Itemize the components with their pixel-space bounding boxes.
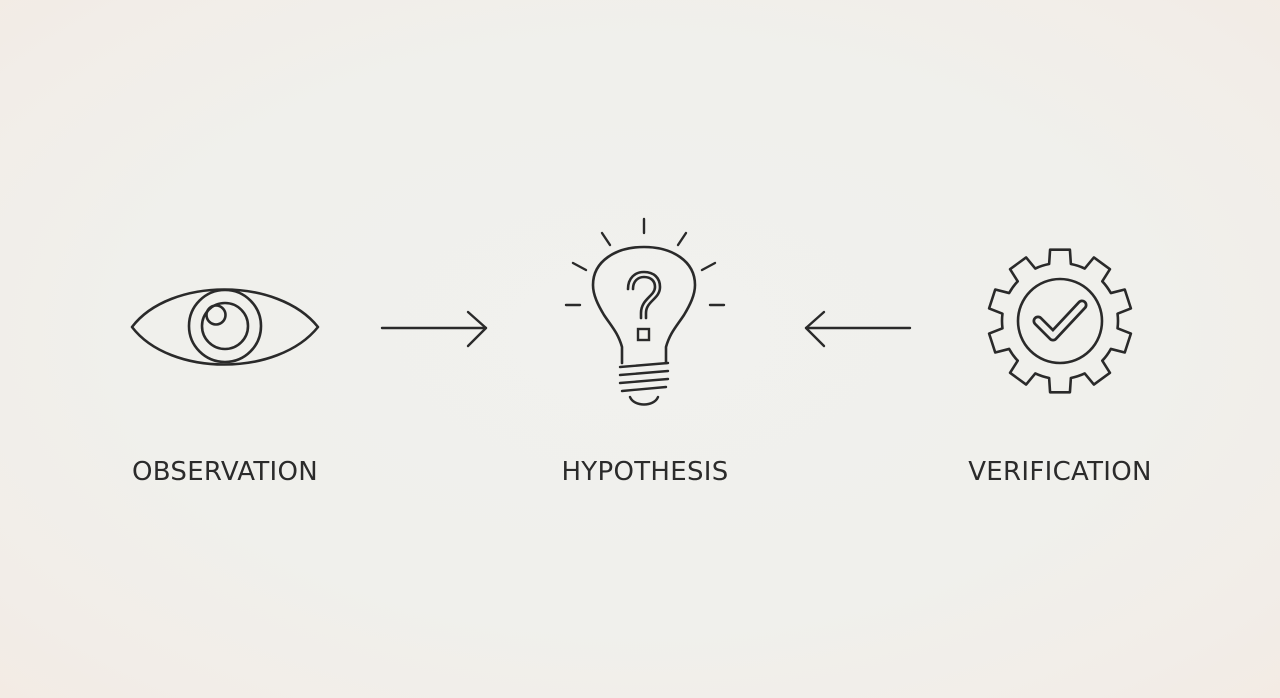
gear-check-icon (983, 247, 1137, 397)
hypothesis-label: HYPOTHESIS (561, 457, 729, 487)
observation-label: OBSERVATION (131, 457, 319, 487)
verification-label: VERIFICATION (968, 457, 1152, 487)
arrow-right-icon (380, 310, 492, 350)
eye-icon (130, 265, 320, 380)
arrow-left-icon (800, 310, 912, 350)
lightbulb-question-icon (560, 215, 730, 415)
